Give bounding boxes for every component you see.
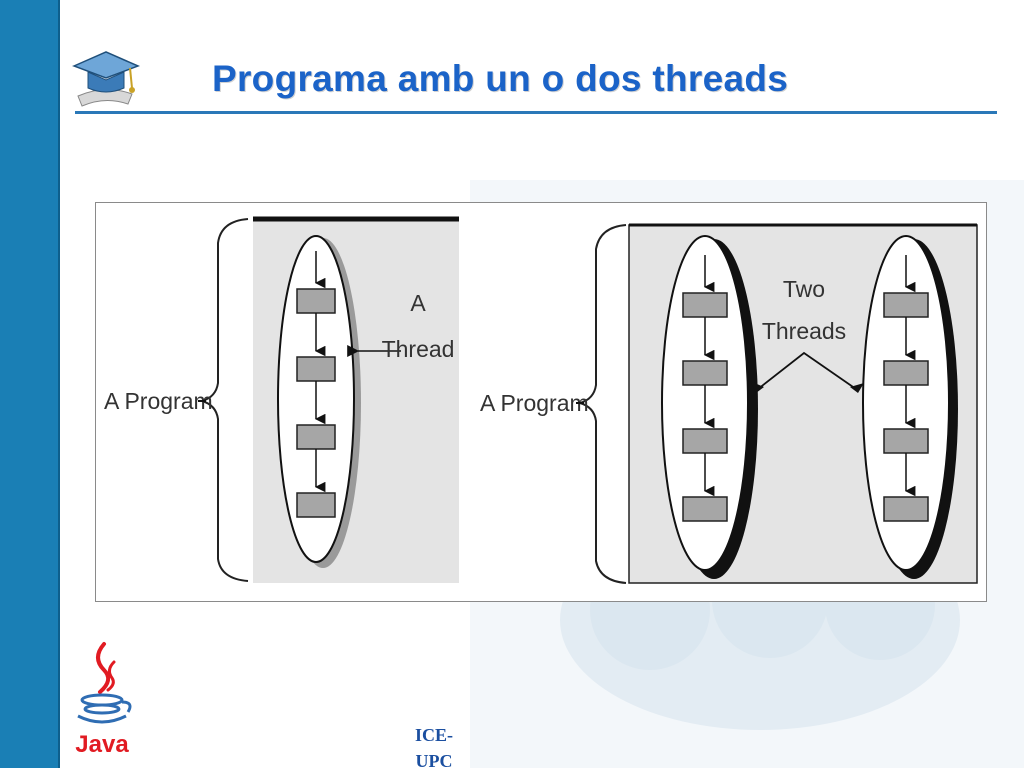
two-threads-pointer <box>757 351 857 390</box>
single-thread-program: A Thread A Program <box>104 216 459 583</box>
title-divider <box>75 111 997 114</box>
task-box <box>296 424 336 450</box>
task-box <box>883 428 929 454</box>
thread-label-line1: A <box>410 290 426 316</box>
java-logo: Java <box>75 642 132 758</box>
slide-title: Programa amb un o dos threads <box>212 58 789 99</box>
svg-text:Java: Java <box>75 731 129 758</box>
threads-diagram: A Thread A Program <box>95 202 987 602</box>
task-box <box>682 360 728 386</box>
task-box <box>296 492 336 518</box>
thread-label-line2: Thread <box>382 336 455 362</box>
two-thread-program: Two Threads A Program <box>480 223 978 584</box>
task-box <box>883 496 929 522</box>
program-label-right: A Program <box>480 390 589 416</box>
footer-institution: ICE-UPC <box>414 725 453 771</box>
threads-label-line2: Threads <box>762 318 846 344</box>
task-box <box>296 356 336 382</box>
task-box <box>883 292 929 318</box>
task-box <box>682 496 728 522</box>
graduation-cap-icon <box>72 51 140 107</box>
sidebar-band <box>0 0 60 768</box>
task-box <box>296 288 336 314</box>
task-box <box>883 360 929 386</box>
task-box <box>682 292 728 318</box>
task-box <box>682 428 728 454</box>
threads-label-line1: Two <box>783 276 825 302</box>
program-label-left: A Program <box>104 388 213 414</box>
